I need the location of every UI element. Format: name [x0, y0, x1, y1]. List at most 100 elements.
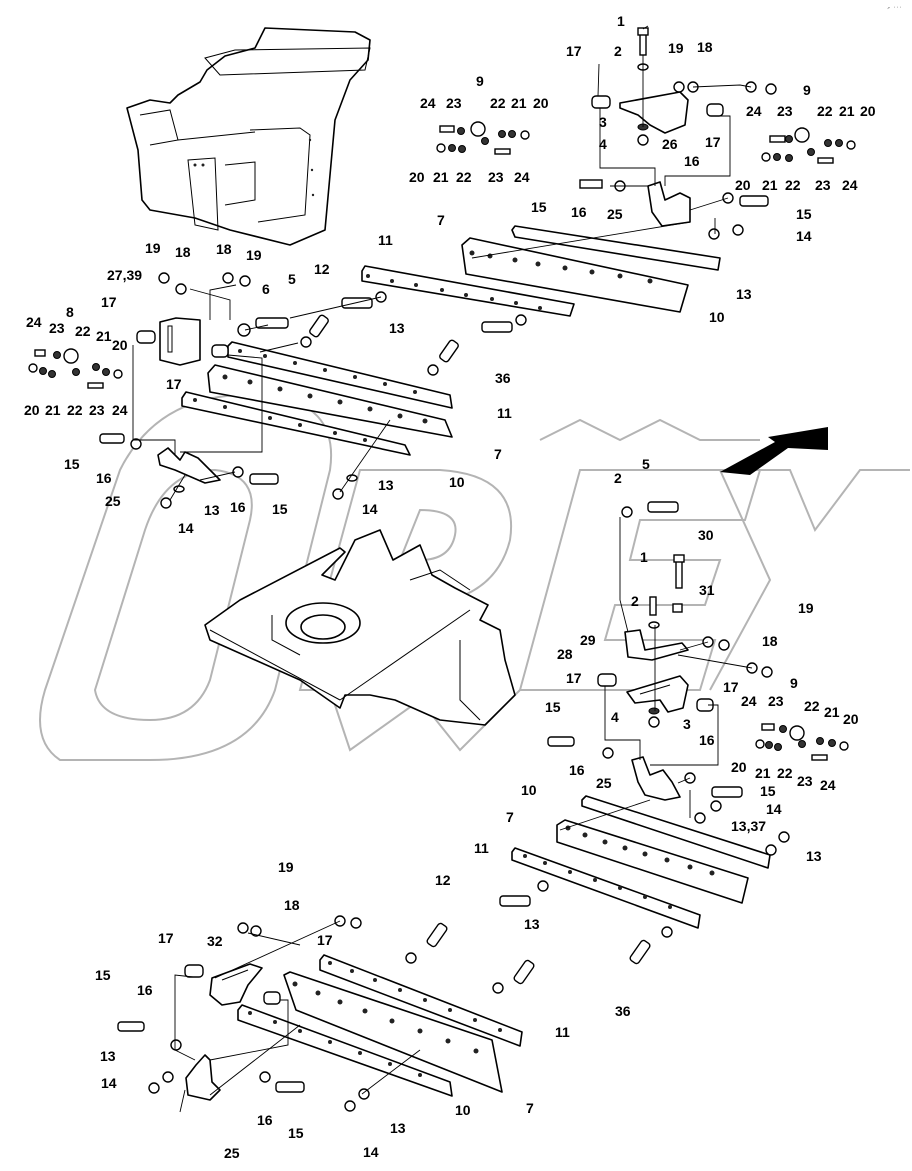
cab-frame [126, 27, 371, 246]
callout-label: 20 [735, 177, 751, 193]
blade-bottom-7 [283, 971, 503, 1093]
callout-label: 24 [820, 777, 836, 793]
callout-label: 19 [668, 40, 684, 56]
callout-label: 10 [709, 309, 725, 325]
bracket-upper-right-26 [619, 91, 689, 134]
callout-label: 20 [112, 337, 128, 353]
callout-label: 16 [699, 732, 715, 748]
callout-label: 16 [571, 204, 587, 220]
hinge-left-25 [157, 447, 221, 484]
callout-label: 19 [798, 600, 814, 616]
callout-label: 15 [272, 501, 288, 517]
callout-label: 24 [741, 693, 757, 709]
callout-label: 20 [533, 95, 549, 111]
callout-label: 23 [797, 773, 813, 789]
callout-label: 13 [378, 477, 394, 493]
callout-label: 20 [860, 103, 876, 119]
callout-label: 25 [596, 775, 612, 791]
callout-label: 13 [389, 320, 405, 336]
callout-label: 23 [49, 320, 65, 336]
bracket-left-27-39 [159, 317, 201, 366]
callout-label: 12 [314, 261, 330, 277]
callout-label: 18 [284, 897, 300, 913]
callout-label: 23 [446, 95, 462, 111]
callout-label: 13 [524, 916, 540, 932]
callout-label: 19 [278, 859, 294, 875]
callout-label: 20 [409, 169, 425, 185]
callout-label: 7 [526, 1100, 534, 1116]
callout-label: 21 [839, 103, 855, 119]
blade-upper-right-11 [361, 265, 575, 317]
callout-label: 36 [615, 1003, 631, 1019]
callout-label: 22 [804, 698, 820, 714]
callout-label: 29 [580, 632, 596, 648]
callout-label: 8 [66, 304, 74, 320]
callout-label: 24 [842, 177, 858, 193]
callout-label: 21 [96, 328, 112, 344]
bracket-bottom-32 [209, 963, 263, 1006]
callout-label: 15 [64, 456, 80, 472]
callout-label: 13 [100, 1048, 116, 1064]
callout-label: 17 [566, 43, 582, 59]
callout-label: 28 [557, 646, 573, 662]
callout-label: 19 [145, 240, 161, 256]
callout-label: 21 [762, 177, 778, 193]
callout-label: 11 [497, 405, 512, 421]
callout-label: 18 [697, 39, 713, 55]
callout-label: 12 [435, 872, 451, 888]
callout-label: 5 [642, 456, 650, 472]
blade-upper-right-7 [461, 237, 689, 313]
callout-label: 21 [433, 169, 449, 185]
callout-label: 2 [614, 43, 622, 59]
callout-label: 25 [105, 493, 121, 509]
blade-left-10 [181, 391, 411, 456]
callout-label: 19 [246, 247, 262, 263]
blade-left-7 [207, 364, 453, 438]
callout-label: 11 [474, 840, 489, 856]
callout-label: 23 [815, 177, 831, 193]
callout-label: 11 [378, 232, 393, 248]
callout-label: 21 [45, 402, 61, 418]
callout-label: 23 [777, 103, 793, 119]
callout-label: 13 [806, 848, 822, 864]
callout-label: 25 [607, 206, 623, 222]
blade-lower-right-11 [511, 847, 701, 929]
callout-label: 6 [262, 281, 270, 297]
callout-label: 20 [24, 402, 40, 418]
callout-label: 22 [785, 177, 801, 193]
callout-label: 20 [843, 711, 859, 727]
callout-label: 22 [777, 765, 793, 781]
callout-label: 31 [699, 582, 715, 598]
callout-label: 30 [698, 527, 714, 543]
callout-label: 7 [494, 446, 502, 462]
callout-label: 1 [617, 13, 625, 29]
callout-label: 14 [363, 1144, 379, 1160]
callout-label: 18 [762, 633, 778, 649]
corner-mark: ↗ ··· [886, 5, 902, 11]
callout-label: 24 [26, 314, 42, 330]
callout-label: 16 [257, 1112, 273, 1128]
callout-labels: 1 2 19 18 17 3 4 26 17 9 24 23 22 21 20 … [24, 13, 876, 1161]
callout-label: 4 [611, 709, 619, 725]
callout-label: 11 [555, 1024, 570, 1040]
blade-bottom-11 [319, 954, 523, 1047]
plate-right-29 [624, 629, 689, 661]
callout-label: 22 [817, 103, 833, 119]
blade-upper-right-10 [511, 225, 721, 271]
callout-label: 10 [521, 782, 537, 798]
callout-label: 21 [755, 765, 771, 781]
callout-label: 13 [204, 502, 220, 518]
callout-label: 1 [640, 549, 648, 565]
hardware [28, 27, 856, 1112]
callout-label: 36 [495, 370, 511, 386]
callout-label: 17 [317, 932, 333, 948]
blade-bottom-10 [237, 1004, 453, 1097]
callout-label: 17 [705, 134, 721, 150]
callout-label: 10 [455, 1102, 471, 1118]
callout-label: 16 [684, 153, 700, 169]
callout-label: 17 [723, 679, 739, 695]
callout-label: 17 [166, 376, 182, 392]
callout-label: 14 [796, 228, 812, 244]
callout-label: 9 [790, 675, 798, 691]
